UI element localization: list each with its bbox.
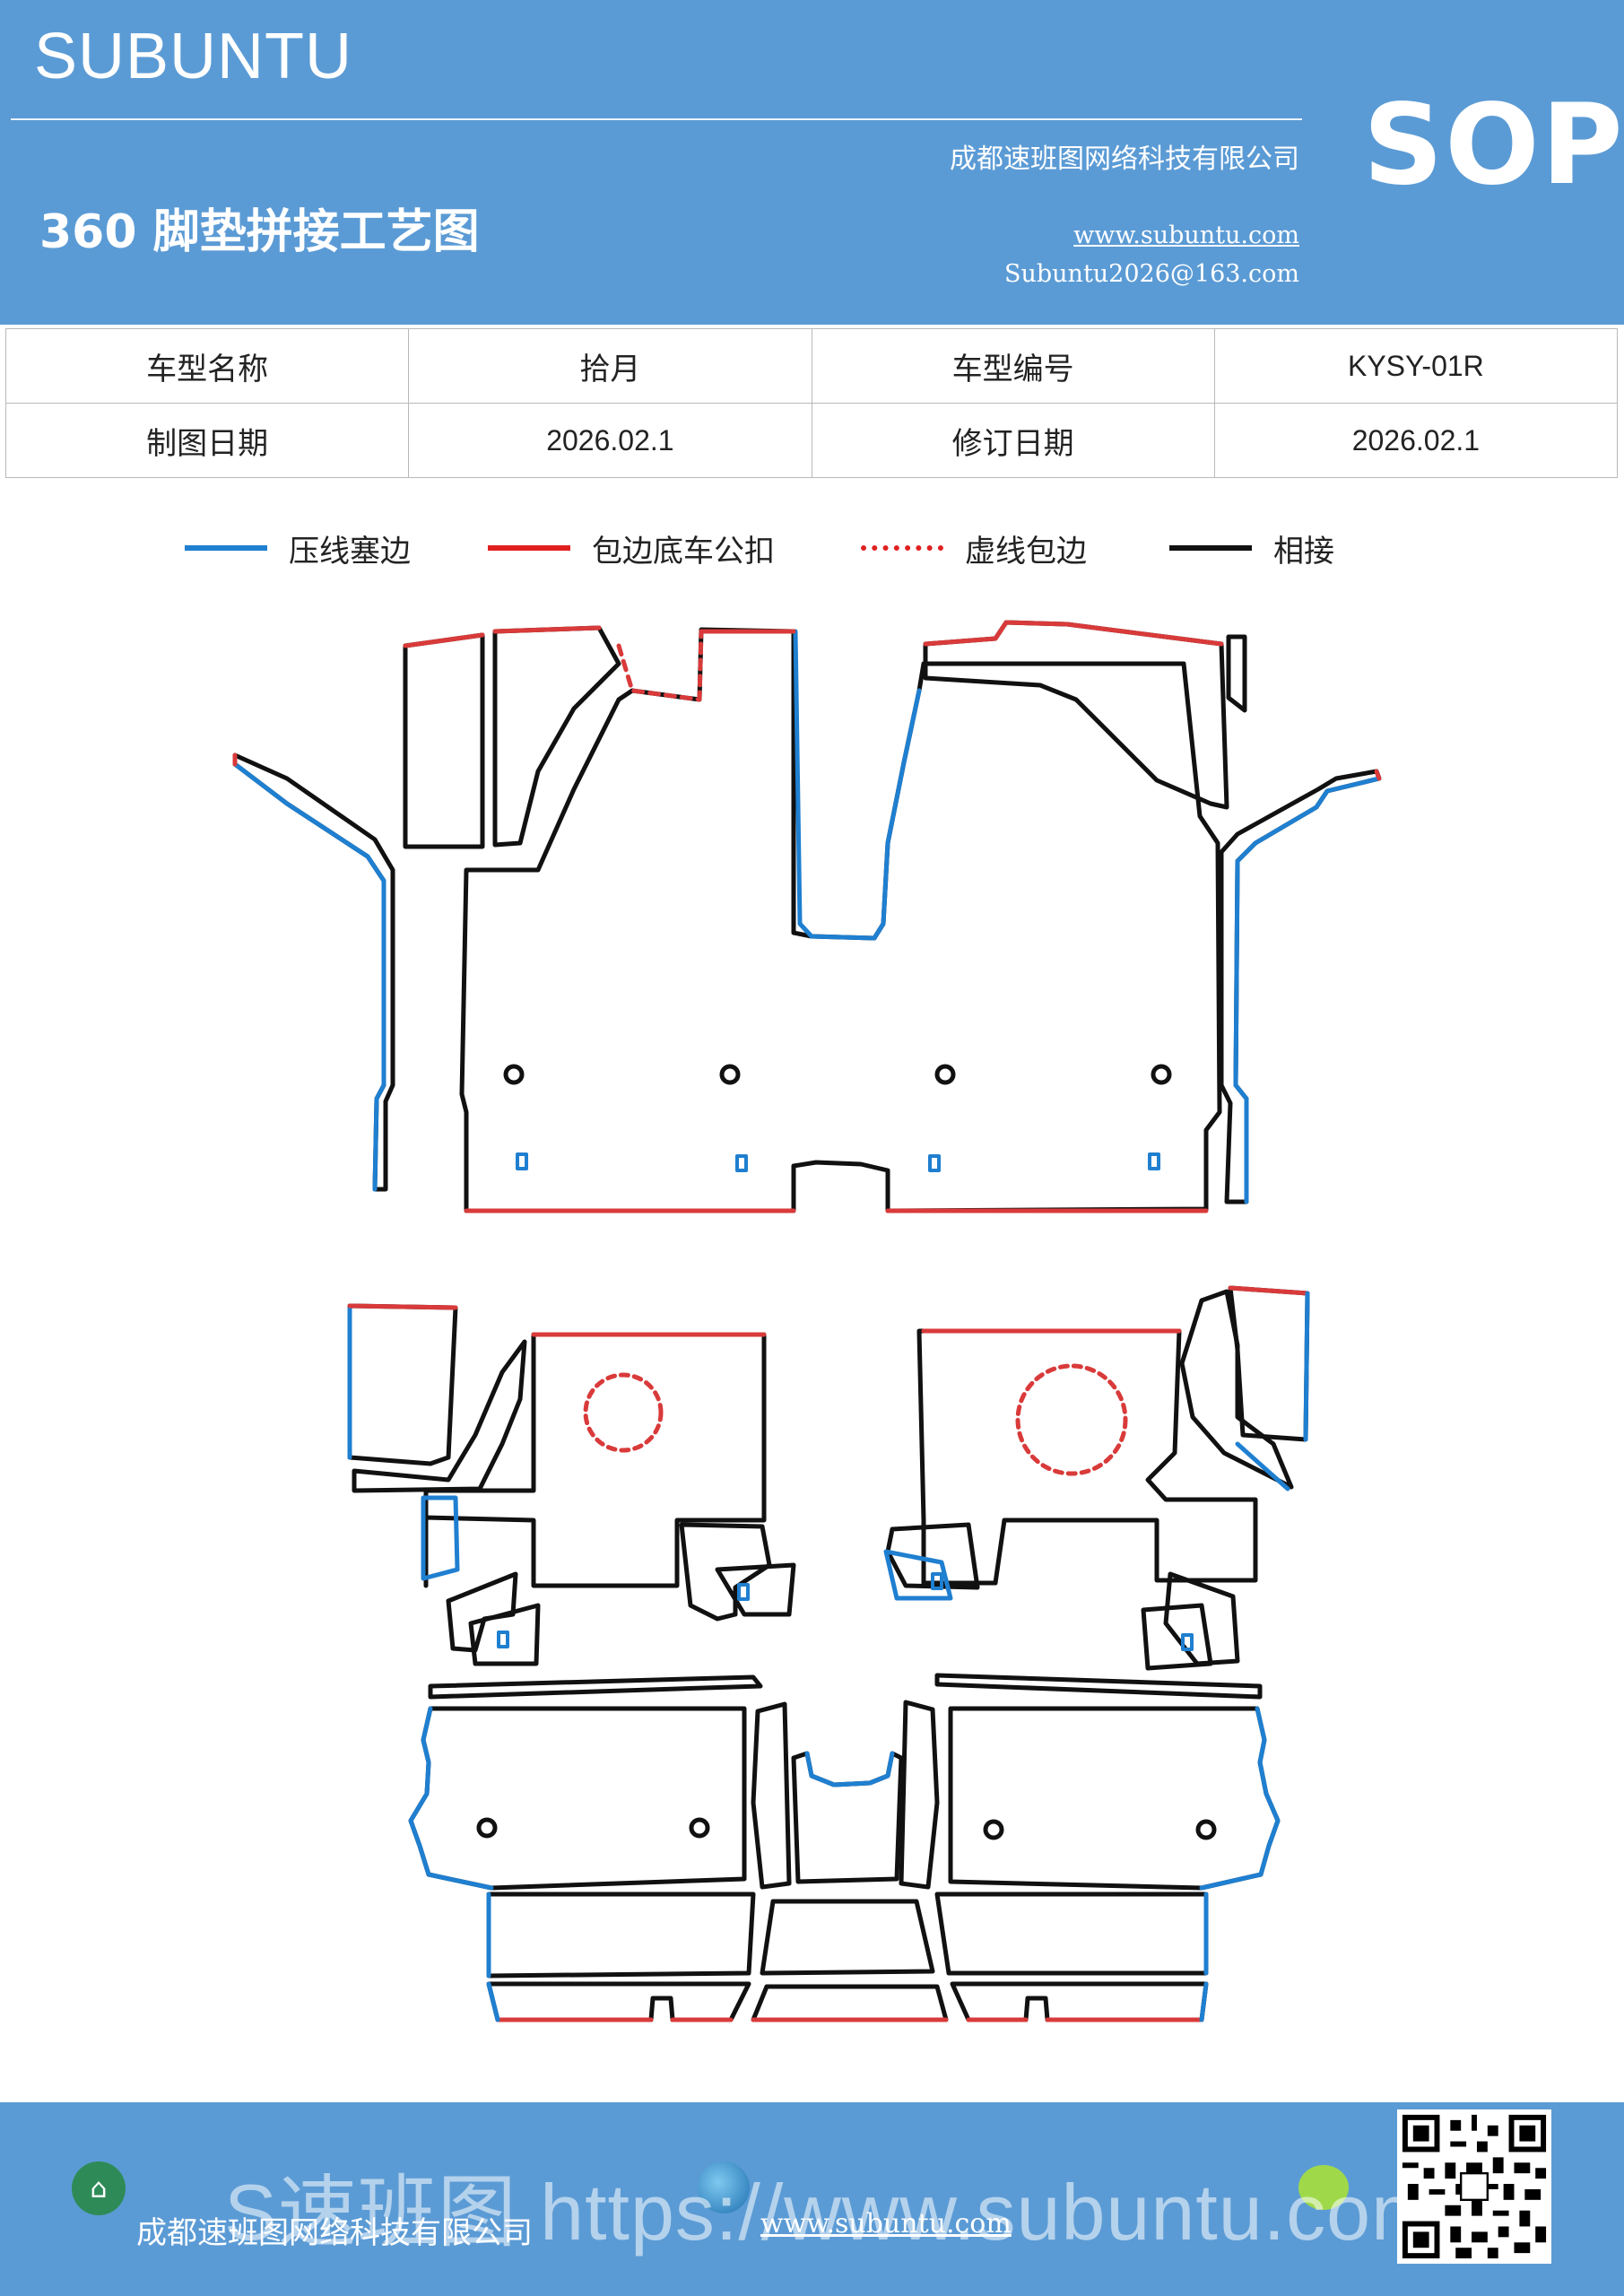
revise-date-value: 2026.02.1 [1213,403,1619,478]
legend-item-press-line: 压线塞边 [185,527,411,570]
email-address[interactable]: Subuntu2026@163.com [1004,260,1299,288]
mat-piece [428,1674,763,1700]
mat-piece [715,1562,796,1617]
mount-hole [503,1064,525,1085]
website-link[interactable]: www.subuntu.com [1073,222,1299,249]
mat-piece [352,1339,527,1493]
draw-date-value: 2026.02.1 [408,403,812,478]
footer-company-name: 成都速班图网络科技有限公司 [136,2215,533,2251]
company-name: 成都速班图网络科技有限公司 [950,144,1299,175]
mat-piece [1226,634,1247,713]
dotted-ring [583,1372,664,1453]
mat-piece [468,1603,541,1666]
mat-piece [923,620,1229,810]
mat-piece [883,1549,953,1601]
mat-piece [1141,1603,1213,1671]
mat-piece [486,1892,756,1979]
model-name-value: 拾月 [408,328,812,404]
vehicle-info-table: 车型名称 拾月 车型编号 KYSY-01R 制图日期 2026.02.1 修订日… [4,328,1619,478]
mat-piece [492,625,621,848]
legend-swatch-black [1169,545,1252,551]
mount-hole [983,1819,1004,1840]
mount-hole [719,1064,741,1085]
clip-slot [1148,1152,1160,1170]
footer-banner: ⌂ 成都速班图网络科技有限公司 www.subuntu.com S速班图 htt… [0,2102,1624,2296]
mat-piece [486,1981,751,2022]
mat-piece [679,1522,772,1622]
legend-label: 包边底车公扣 [592,533,775,570]
qr-code-icon[interactable] [1397,2109,1551,2264]
legend-swatch-red-dotted [861,545,943,551]
table-row: 制图日期 2026.02.1 修订日期 2026.02.1 [4,403,1619,478]
mat-piece [403,632,485,849]
document-title: 360 脚垫拼接工艺图 [39,205,480,259]
floor-mat-diagram [232,620,1382,2022]
clip-slot [1181,1633,1194,1651]
revise-date-label: 修订日期 [811,403,1215,478]
legend-swatch-red [488,545,570,551]
legend-item-joint: 相接 [1169,527,1334,570]
building-icon: ⌂ [72,2161,126,2215]
mount-hole [689,1817,710,1839]
legend-label: 压线塞边 [289,533,411,570]
header-divider [11,118,1302,120]
wechat-icon [1298,2165,1349,2210]
clip-slot [735,1154,748,1172]
table-row: 车型名称 拾月 车型编号 KYSY-01R [4,328,1619,404]
mat-piece [347,1303,458,1466]
mat-piece [421,1495,460,1581]
mat-piece [948,1706,1281,1891]
mat-piece [408,1706,747,1891]
dotted-ring [1015,1363,1128,1476]
front-mat-assembly [232,620,1382,1213]
legend-item-edge-clip: 包边底车公扣 [488,527,775,570]
mount-hole [1195,1819,1217,1840]
mat-piece [934,1892,1209,1976]
clip-slot [931,1572,943,1590]
header-banner: SUBUNTU 360 脚垫拼接工艺图 成都速班图网络科技有限公司 www.su… [0,0,1624,325]
mount-hole [1151,1064,1172,1085]
mount-hole [934,1064,956,1085]
clip-slot [497,1631,509,1648]
mat-piece [760,1899,935,1976]
brand-name: SUBUNTU [34,21,353,92]
legend-swatch-blue [185,545,267,551]
clip-slot [516,1152,528,1170]
model-name-label: 车型名称 [4,328,410,404]
clip-slot [737,1583,750,1601]
mat-piece [916,1328,1258,1586]
mat-piece [751,1984,949,2022]
rear-mat-assembly [347,1285,1310,2022]
mat-piece [899,1700,940,1890]
legend-item-dotted-edge: 虚线包边 [861,527,1087,570]
legend-label: 虚线包边 [965,533,1087,570]
globe-icon [698,2161,750,2213]
footer-website-link[interactable]: www.subuntu.com [760,2208,1012,2239]
mat-piece [1179,1289,1294,1490]
watermark-text: S速班图 https://www.subuntu.com [224,2168,1438,2257]
model-code-label: 车型编号 [811,328,1215,404]
mat-piece [423,1332,767,1588]
mount-hole [476,1817,498,1839]
clip-slot [928,1154,941,1172]
model-code-value: KYSY-01R [1213,328,1619,404]
draw-date-label: 制图日期 [4,403,410,478]
mat-piece [950,1981,1209,2022]
mat-piece [751,1701,792,1890]
sop-badge: SOP [1363,81,1624,210]
mat-piece [459,627,1222,1213]
legend-label: 相接 [1273,533,1334,570]
mat-piece [934,1673,1263,1700]
mat-piece [1163,1571,1240,1666]
mat-piece [1228,1285,1310,1442]
